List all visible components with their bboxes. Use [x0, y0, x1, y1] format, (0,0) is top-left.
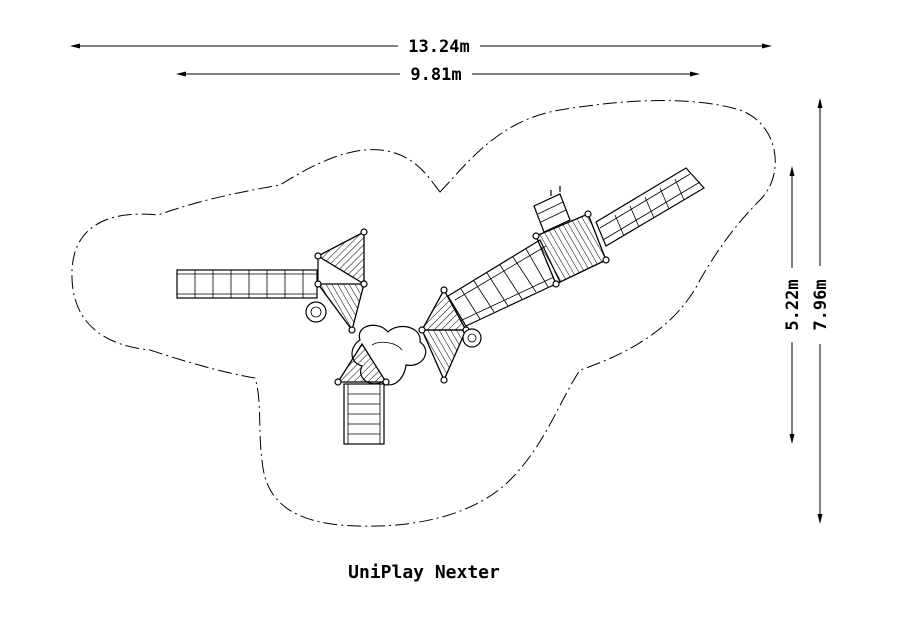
slide — [595, 167, 705, 247]
left-bridge — [176, 269, 318, 299]
left-flower-panel — [305, 301, 327, 323]
safety-zone-outline — [71, 100, 776, 527]
bottom-ladder — [343, 383, 385, 445]
bottom-left-platform — [334, 342, 390, 386]
dimension-structure-width: 9.81m — [176, 65, 700, 85]
left-tower — [314, 228, 368, 334]
overall-width-label: 13.24m — [408, 37, 469, 57]
structure-depth-label: 5.22m — [783, 279, 803, 330]
product-name: UniPlay Nexter — [348, 562, 500, 583]
right-flower-panel — [462, 328, 482, 348]
dimension-overall-width: 13.24m — [70, 37, 772, 57]
play-structure — [176, 167, 705, 445]
structure-width-label: 9.81m — [410, 65, 461, 85]
overall-depth-label: 7.96m — [811, 279, 831, 330]
upper-right-deck — [532, 210, 610, 288]
dimension-structure-depth: 5.22m — [783, 166, 803, 444]
diagonal-bridge — [447, 239, 561, 327]
upper-steps — [533, 186, 571, 233]
dimension-overall-depth: 7.96m — [811, 98, 831, 524]
right-center-tower — [418, 286, 470, 384]
